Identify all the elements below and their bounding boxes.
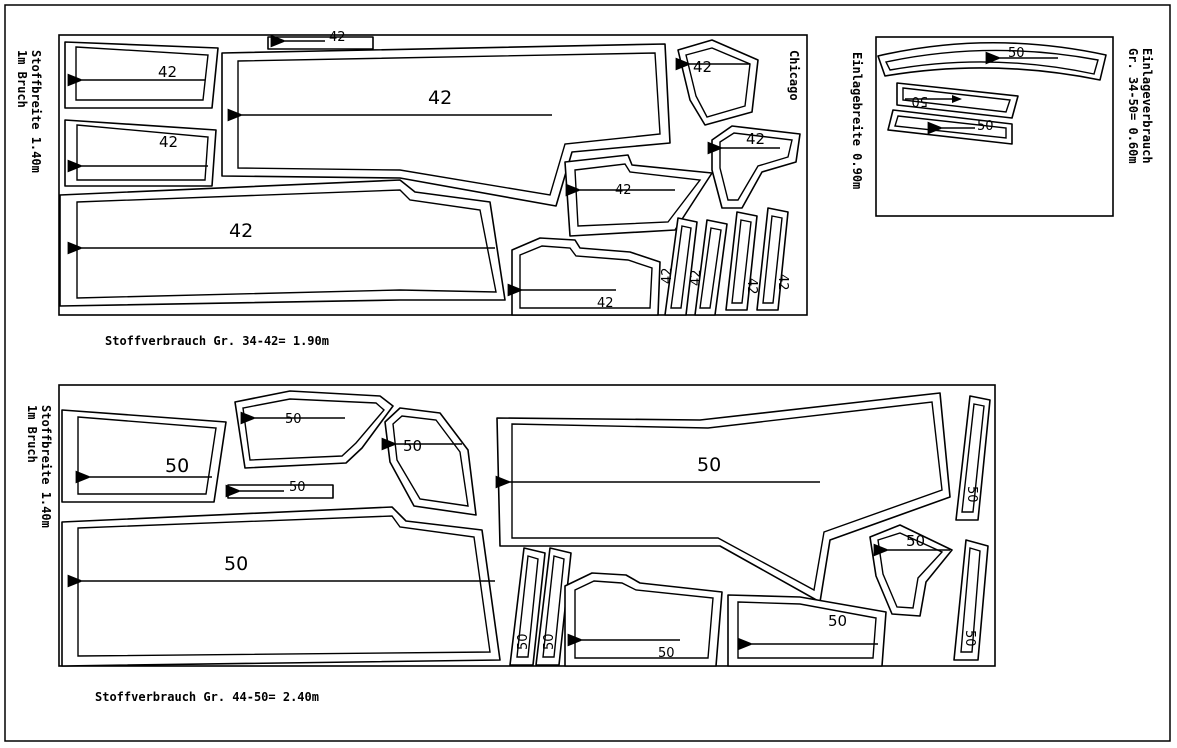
pattern-piece: 50 <box>61 409 227 503</box>
svg-text:50: 50 <box>906 532 925 550</box>
pattern-piece: 42 <box>507 237 661 316</box>
svg-text:50: 50 <box>911 93 928 108</box>
svg-text:42: 42 <box>597 296 614 311</box>
pattern-piece-back: 42 <box>221 43 671 207</box>
svg-text:50: 50 <box>1008 46 1025 61</box>
svg-text:42: 42 <box>746 130 765 148</box>
pattern-piece: 42 <box>675 39 759 126</box>
pattern-piece: 50 <box>225 480 334 499</box>
interfacing-area <box>875 36 1114 217</box>
pattern-piece: 42 <box>64 119 217 187</box>
interfacing-layout: Einlagebreite 0.90m Einlageverbrauch Gr.… <box>850 36 1154 217</box>
interfacing-piece: 50 <box>877 41 1107 81</box>
pattern-piece-strip: 42 <box>725 211 759 311</box>
svg-text:42: 42 <box>744 278 759 295</box>
fabric-area-bottom <box>58 384 996 667</box>
svg-text:42: 42 <box>660 267 675 284</box>
svg-text:50: 50 <box>542 633 557 650</box>
svg-text:50: 50 <box>697 454 721 476</box>
svg-text:50: 50 <box>977 119 994 134</box>
svg-text:50: 50 <box>828 612 847 630</box>
pattern-piece: 50 <box>234 390 394 469</box>
fabric-width-label: Stoffbreite 1.40m <box>29 50 43 173</box>
interfacing-consumption-value: Gr. 34-50= 0.60m <box>1126 48 1140 164</box>
svg-text:50: 50 <box>516 633 531 650</box>
pattern-piece: 50 <box>869 524 953 617</box>
outer-frame <box>4 4 1171 742</box>
pattern-piece-strip: 42 <box>756 207 790 311</box>
model-name: Chicago <box>787 50 801 101</box>
svg-text:42: 42 <box>428 87 452 109</box>
pattern-piece: 42 <box>267 30 374 50</box>
interfacing-width-label: Einlagebreite 0.90m <box>850 52 864 189</box>
svg-text:42: 42 <box>159 133 178 151</box>
pattern-piece: 50 <box>381 407 477 516</box>
interfacing-piece: 50 <box>896 82 1019 119</box>
svg-text:42: 42 <box>329 30 346 45</box>
pattern-piece-strip: 50 <box>955 395 991 521</box>
svg-text:50: 50 <box>658 646 675 661</box>
pattern-piece-back: 50 <box>495 392 951 603</box>
fold-label-bottom: 1m Bruch <box>25 405 39 463</box>
bottom-layout: Stoffbreite 1.40m 1m Bruch 50 50 50 50 <box>25 384 996 667</box>
pattern-piece-strip: 42 <box>660 217 698 316</box>
fabric-consumption-bottom: Stoffverbrauch Gr. 44-50= 2.40m <box>95 690 319 704</box>
fabric-consumption-top: Stoffverbrauch Gr. 34-42= 1.90m <box>105 334 329 348</box>
pattern-piece-strip: 50 <box>953 539 989 661</box>
pattern-piece: 42 <box>564 154 713 237</box>
top-layout: Stoffbreite 1.40m 1m Bruch Chicago 42 42… <box>15 30 808 316</box>
svg-text:50: 50 <box>289 480 306 495</box>
fold-label: 1m Bruch <box>15 50 29 108</box>
pattern-piece-strip: 50 <box>535 547 572 666</box>
fabric-area-top <box>58 34 808 316</box>
interfacing-piece: 50 <box>887 109 1013 145</box>
pattern-piece-leg: 42 <box>59 179 506 307</box>
pattern-piece-leg: 50 <box>61 506 501 667</box>
svg-text:42: 42 <box>615 183 632 198</box>
svg-text:50: 50 <box>285 412 302 427</box>
pattern-piece-strip: 50 <box>509 547 546 666</box>
fabric-width-label-bottom: Stoffbreite 1.40m <box>39 405 53 528</box>
pattern-piece-strip: 42 <box>689 219 728 316</box>
svg-text:50: 50 <box>964 486 979 503</box>
pattern-piece: 42 <box>707 125 801 209</box>
svg-text:42: 42 <box>229 220 253 242</box>
svg-text:50: 50 <box>403 437 422 455</box>
svg-text:50: 50 <box>224 553 248 575</box>
svg-text:42: 42 <box>689 269 704 286</box>
pattern-piece: 50 <box>564 572 723 667</box>
svg-text:50: 50 <box>165 455 189 477</box>
svg-text:50: 50 <box>962 630 977 647</box>
pattern-piece: 42 <box>64 41 219 109</box>
interfacing-consumption-label: Einlageverbrauch <box>1140 48 1154 164</box>
pattern-piece: 50 <box>727 594 887 667</box>
svg-text:42: 42 <box>693 58 712 76</box>
svg-text:42: 42 <box>775 274 790 291</box>
svg-text:42: 42 <box>158 63 177 81</box>
